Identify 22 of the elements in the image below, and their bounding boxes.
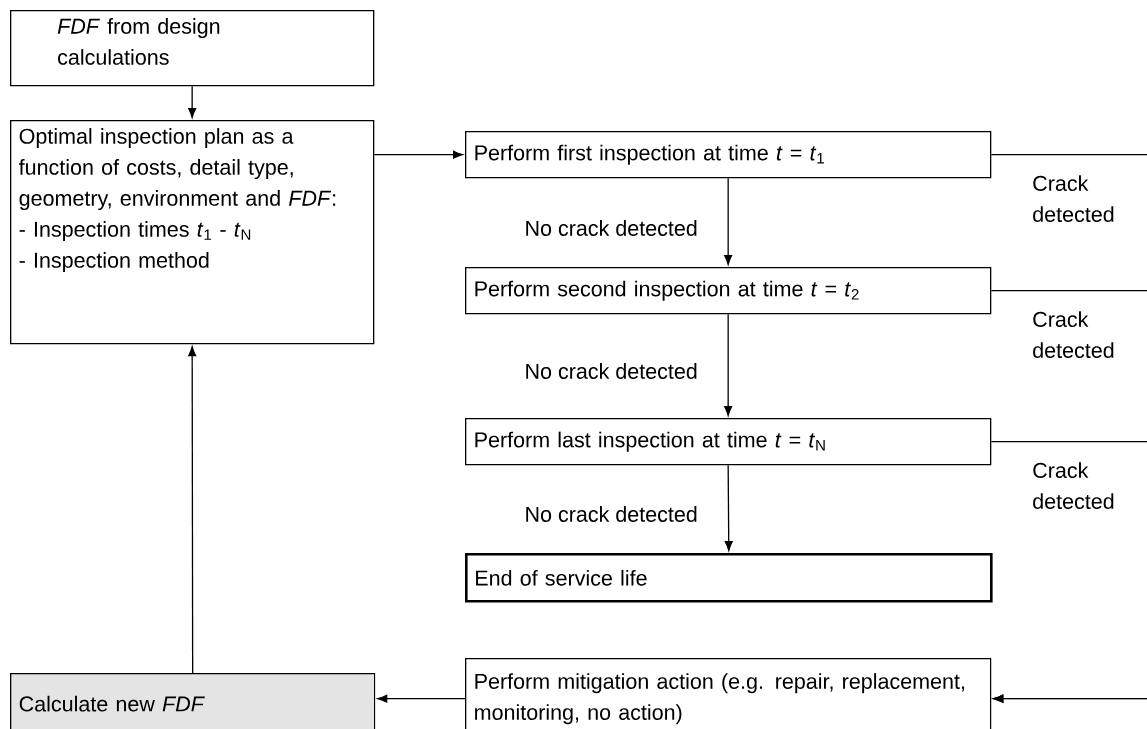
process-box: FDF from design calculations bbox=[10, 10, 375, 87]
process-box: Perform second inspection at time t = t$_{2}$ bbox=[465, 267, 992, 315]
arrow bbox=[724, 177, 733, 265]
arrow bbox=[188, 346, 197, 674]
process-box: Perform first inspection at time t = t$_{1}$ bbox=[465, 131, 992, 179]
process-box: Calculate new FDF bbox=[10, 673, 376, 729]
arrow bbox=[990, 441, 1147, 703]
edge-label: No crack detected bbox=[526, 220, 697, 236]
edge-label: No crack detected bbox=[526, 506, 697, 522]
edge-label: Crack detected bbox=[1033, 311, 1114, 358]
arrow bbox=[377, 694, 466, 703]
arrow bbox=[188, 85, 197, 118]
arrow bbox=[724, 313, 733, 416]
edge-label: Crack detected bbox=[1033, 175, 1114, 222]
edge-label: No crack detected bbox=[526, 363, 697, 379]
arrow bbox=[724, 464, 733, 551]
edge-label: Crack detected bbox=[1033, 462, 1114, 509]
process-box: Optimal inspection plan as a function of costs, detail type, geometry, environment and FDF: - Inspection times t$_{1}$ - t$_{N}$ - Inspection method bbox=[10, 120, 375, 345]
process-box: Perform mitigation action (e.g. repair, replacement, monitoring, no action) bbox=[465, 658, 992, 729]
arrow bbox=[373, 150, 463, 159]
process-box: End of service life bbox=[465, 553, 993, 603]
process-box: Perform last inspection at time t = t$_{N}$ bbox=[465, 418, 992, 466]
